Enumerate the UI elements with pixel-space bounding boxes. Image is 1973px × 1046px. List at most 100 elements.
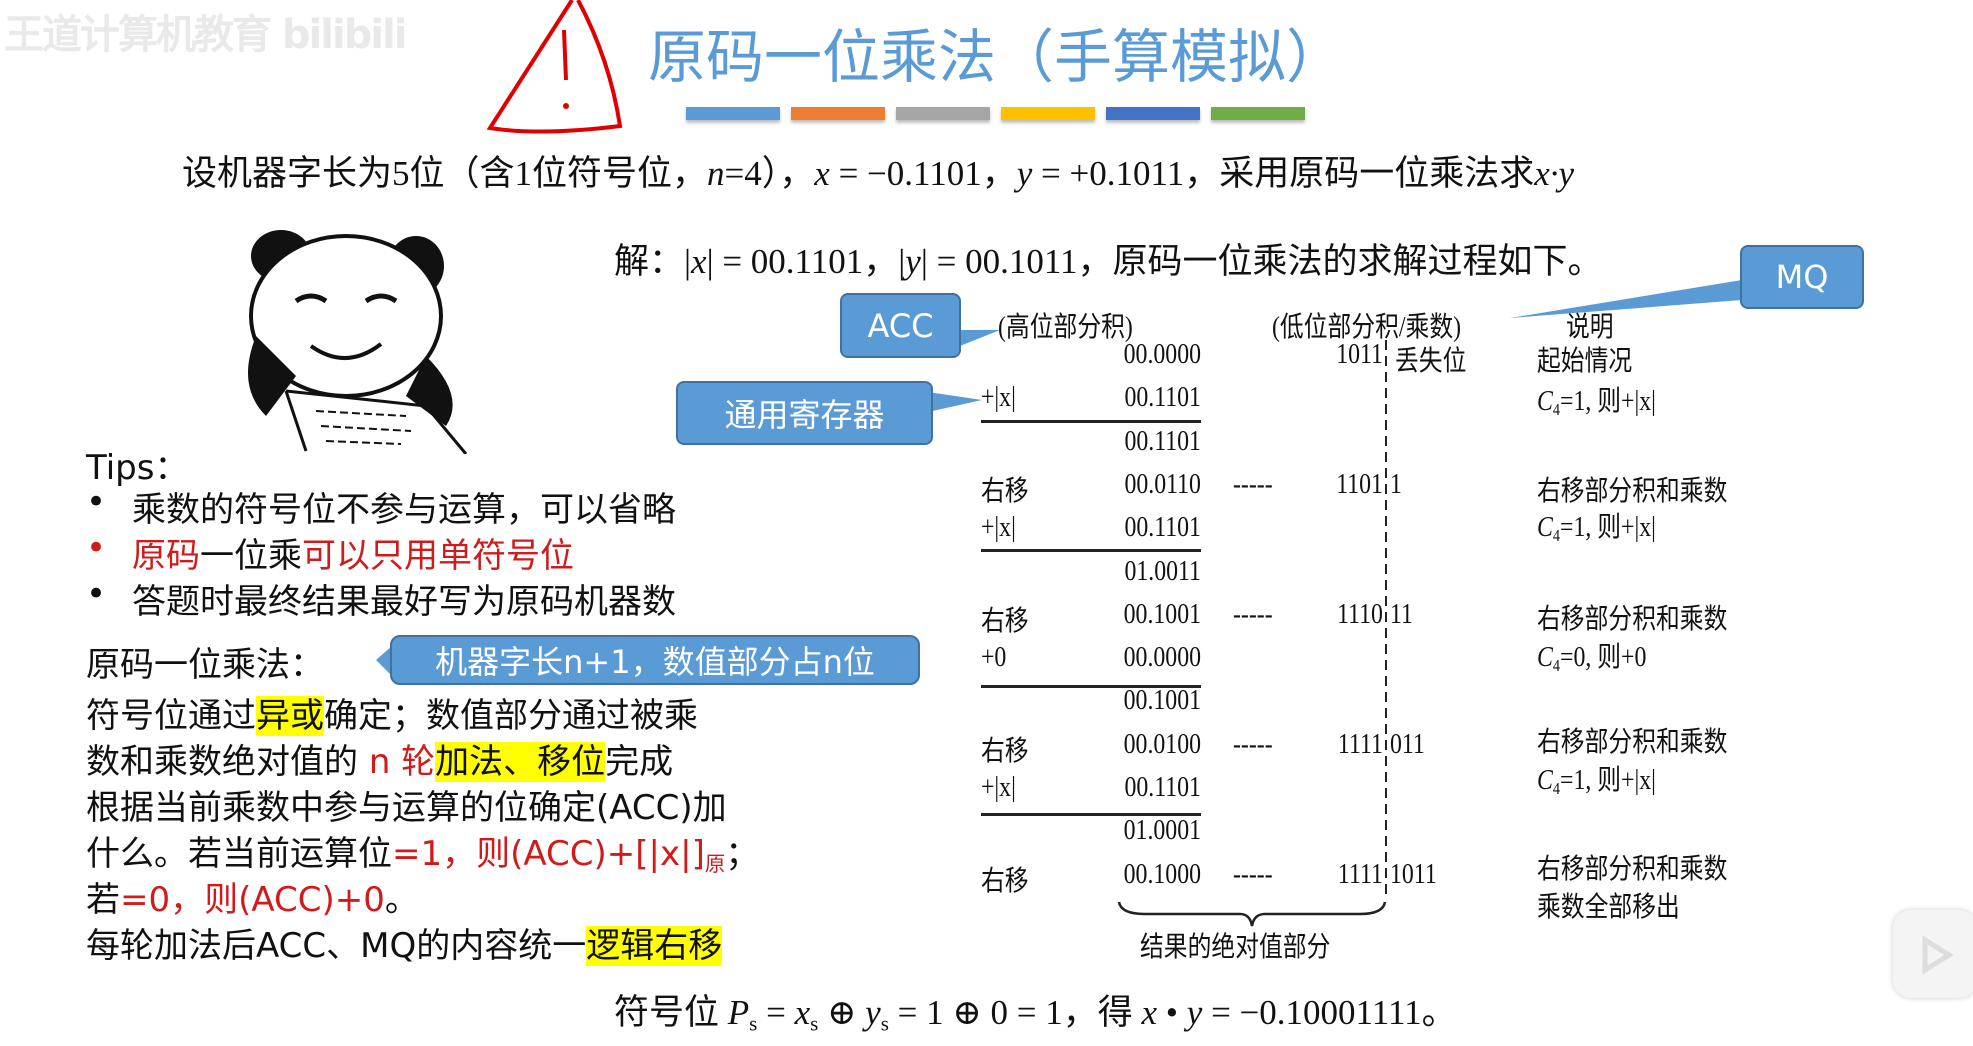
text-segment: •: [1157, 993, 1187, 1032]
condition-subscript: 4: [1552, 779, 1561, 799]
text-segment: 完成: [605, 742, 674, 782]
text-segment: = −0.10001111。: [1202, 993, 1457, 1032]
text-segment: | = 00.1011，原码一位乘法的求解过程如下。: [920, 242, 1603, 281]
text-segment: = −0.1101，: [829, 154, 1017, 193]
sum-line: [981, 813, 1201, 816]
tip-item: 原码一位乘可以只用单符号位: [132, 528, 574, 577]
row-shifted-out-bits: 1: [1390, 468, 1402, 500]
row-note: 右移部分积和乘数: [1537, 476, 1728, 507]
sum-line: [981, 685, 1201, 688]
row-acc-value: 00.1101: [1124, 425, 1201, 457]
text-segment: 根据当前乘数中参与运算的位确定(ACC)加: [86, 788, 727, 828]
text-segment: 答题时最终结果最好写为原码机器数: [132, 582, 676, 622]
tip-item: 答题时最终结果最好写为原码机器数: [132, 574, 676, 623]
text-segment: 逻辑右移: [586, 926, 723, 966]
text-segment: s: [749, 1011, 758, 1036]
row-acc-value: 00.1001: [1123, 685, 1201, 717]
mq-callout: MQ: [1740, 245, 1864, 309]
text-segment: x: [814, 154, 830, 193]
row-operation: +|x|: [981, 382, 1016, 414]
text-segment: n: [707, 154, 725, 193]
brace-label: 结果的绝对值部分: [1140, 932, 1331, 963]
watermark: 王道计算机教育 bilibili: [4, 12, 407, 58]
general-register-callout: 通用寄存器: [676, 381, 933, 445]
row-acc-value: 00.1001: [1123, 598, 1201, 630]
text-segment: =0，则(ACC)+0: [120, 880, 385, 920]
text-segment: 符号位通过: [86, 696, 256, 736]
text-segment: 一位乘: [200, 536, 302, 576]
text-segment: = 1 ⊕ 0 = 1，得: [888, 993, 1142, 1032]
row-operation: +0: [981, 642, 1007, 674]
text-segment: 解：|: [614, 242, 692, 281]
tip-item: 乘数的符号位不参与运算，可以省略: [132, 482, 676, 531]
text-segment: s: [810, 1011, 819, 1036]
condition-subscript: 4: [1552, 400, 1561, 420]
play-icon: [1922, 935, 1954, 975]
sum-line: [981, 420, 1201, 423]
row-note: 右移部分积和乘数: [1537, 727, 1728, 758]
text-segment: 异或: [256, 696, 324, 736]
text-segment: 。: [384, 880, 419, 920]
color-bar: [1211, 107, 1305, 120]
bullet-icon: •: [86, 528, 107, 568]
method-line: 根据当前乘数中参与运算的位确定(ACC)加: [86, 780, 727, 829]
row-operation: +|x|: [981, 512, 1016, 544]
text-segment: 什么。若当前运算位: [86, 834, 392, 874]
color-bar: [686, 107, 780, 120]
warning-triangle-icon: [486, 0, 623, 134]
method-line: 符号位通过异或确定；数值部分通过被乘: [86, 688, 698, 737]
condition-variable: C: [1537, 642, 1553, 673]
text-segment: 原码: [132, 536, 200, 576]
row-note: C4=1, 则+|x|: [1537, 758, 1656, 799]
header-high-partial: (高位部分积): [998, 312, 1133, 343]
condition-text: =1, 则+|x|: [1560, 765, 1656, 796]
row-operation: 右移: [981, 735, 1029, 767]
row-mq-value: 1110: [1337, 598, 1383, 630]
row-acc-value: 01.0011: [1124, 555, 1201, 587]
row-shift-dashes: -----: [1233, 598, 1273, 630]
result-line: 符号位 Ps = xs ⊕ ys = 1 ⊕ 0 = 1，得 x • y = −…: [614, 984, 1457, 1036]
bullet-icon: •: [86, 482, 107, 522]
condition-variable: C: [1537, 765, 1553, 796]
row-operation: 右移: [981, 475, 1029, 507]
text-segment: | = 00.1101，|: [706, 242, 906, 281]
row-shift-dashes: -----: [1233, 858, 1273, 890]
text-segment: 若: [86, 880, 120, 920]
slide-title: 原码一位乘法（手算模拟）: [648, 23, 1345, 91]
text-segment: y: [905, 242, 921, 281]
color-bar: [791, 107, 885, 120]
row-acc-value: 00.1101: [1124, 382, 1201, 414]
row-note: 右移部分积和乘数: [1537, 854, 1728, 885]
text-segment: x: [691, 242, 707, 281]
text-segment: ⊕: [818, 993, 866, 1032]
text-segment: x·y: [1534, 154, 1575, 193]
text-segment: x: [794, 993, 811, 1032]
text-segment: =1，则(ACC)+[|x|]: [392, 834, 705, 874]
condition-text: =1, 则+|x|: [1560, 386, 1656, 417]
row-note: C4=1, 则+|x|: [1537, 505, 1656, 546]
result-brace: [1117, 901, 1387, 927]
text-segment: 可以只用单符号位: [302, 536, 574, 576]
condition-subscript: 4: [1552, 526, 1561, 546]
row-operation: 右移: [981, 865, 1029, 897]
tips-heading: Tips：: [86, 448, 189, 488]
condition-text: =1, 则+|x|: [1560, 512, 1656, 543]
text-segment: =: [757, 993, 795, 1032]
text-segment: P: [727, 993, 750, 1032]
text-segment: y: [865, 993, 881, 1032]
bilibili-play-button[interactable]: [1893, 910, 1973, 998]
condition-variable: C: [1537, 512, 1553, 543]
text-segment: 设机器字长为5位（含1位符号位，: [182, 154, 708, 193]
row-mq-value: 1111: [1338, 728, 1383, 760]
lost-bit-divider: [1385, 340, 1387, 900]
row-mq-value: 1111: [1338, 858, 1383, 890]
condition-text: =0, 则+0: [1560, 642, 1647, 673]
row-acc-value: 00.1101: [1124, 772, 1201, 803]
row-note: 右移部分积和乘数: [1537, 604, 1728, 635]
row-acc-value: 00.1101: [1124, 512, 1201, 544]
row-note: 起始情况: [1537, 346, 1633, 377]
method-line: 什么。若当前运算位=1，则(ACC)+[|x|]原；: [86, 826, 759, 877]
row-shift-dashes: -----: [1233, 468, 1273, 500]
lost-bit-label: 丢失位: [1395, 346, 1467, 377]
row-note: C4=1, 则+|x|: [1537, 379, 1656, 420]
